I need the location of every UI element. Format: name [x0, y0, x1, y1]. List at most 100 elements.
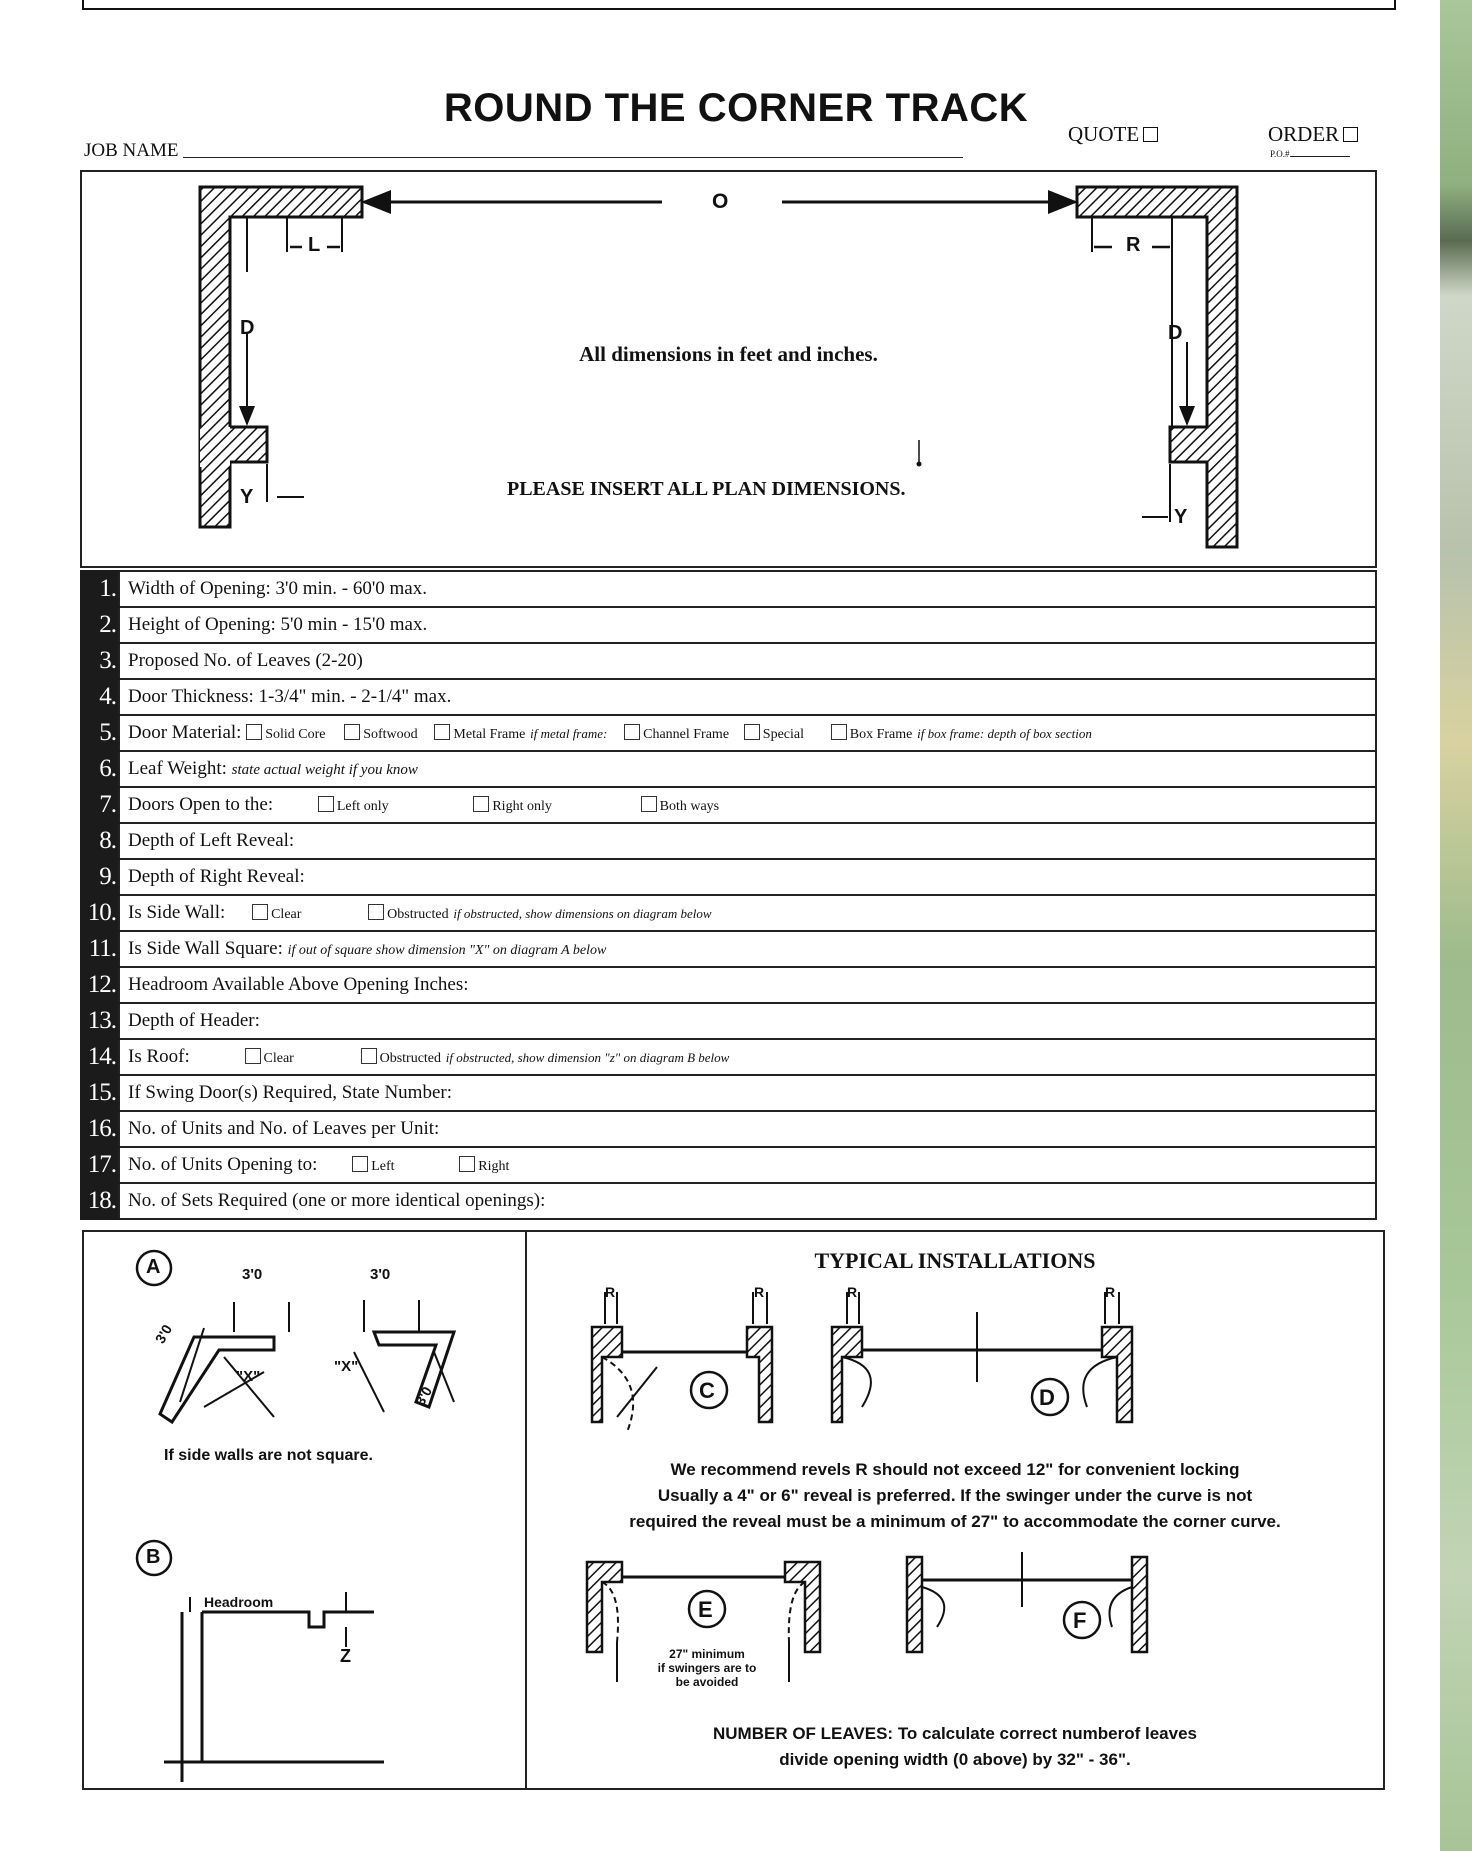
row-17[interactable]: 17. No. of Units Opening to: Left Right — [80, 1146, 1377, 1184]
order-option[interactable]: ORDER — [1268, 122, 1359, 147]
roof-obstructed-checkbox[interactable] — [360, 1048, 377, 1064]
row-number: 18. — [80, 1182, 119, 1220]
side-wall-clear-label: Clear — [271, 907, 302, 922]
row-label: If Swing Door(s) Required, State Number: — [128, 1082, 452, 1103]
row-15[interactable]: 15.If Swing Door(s) Required, State Numb… — [80, 1074, 1377, 1112]
row-5[interactable]: 5. Door Material: Solid Core Softwood Me… — [80, 714, 1377, 752]
row-3[interactable]: 3.Proposed No. of Leaves (2-20) — [80, 642, 1377, 680]
plan-diagram — [198, 185, 1239, 549]
installation-f-right-wall — [1130, 1555, 1149, 1654]
diagram-a-b — [135, 1249, 457, 1782]
order-checkbox[interactable] — [1343, 127, 1359, 142]
installation-e-right-wall — [783, 1560, 822, 1654]
row-number: 5. — [80, 714, 119, 752]
dimension-y-left-label: Y — [240, 486, 254, 508]
row-6[interactable]: 6.Leaf Weight: state actual weight if yo… — [80, 750, 1377, 788]
installation-c-right-wall — [745, 1325, 774, 1424]
minimum-note: 27" minimum if swingers are to be avoide… — [637, 1647, 777, 1689]
installation-d-r-left: R — [847, 1284, 858, 1300]
job-name-field[interactable]: JOB NAME — [84, 140, 964, 162]
row-11[interactable]: 11.Is Side Wall Square: if out of square… — [80, 930, 1377, 968]
dimension-r-label: R — [1126, 234, 1141, 256]
a-wall-right — [371, 1330, 457, 1409]
row-number: 7. — [80, 786, 119, 824]
number-of-leaves-note: NUMBER OF LEAVES: To calculate correct n… — [527, 1724, 1383, 1744]
softwood-checkbox[interactable] — [344, 724, 361, 740]
installation-f-label: F — [1073, 1608, 1087, 1633]
row-9[interactable]: 9.Depth of Right Reveal: — [80, 858, 1377, 896]
left-only-label: Left only — [336, 799, 389, 814]
quote-checkbox[interactable] — [1143, 127, 1159, 142]
row-13[interactable]: 13.Depth of Header: — [80, 1002, 1377, 1040]
solid-core-checkbox[interactable] — [246, 724, 263, 740]
solid-core-label: Solid Core — [265, 727, 326, 742]
row-number: 16. — [80, 1110, 119, 1148]
installation-c-label: C — [699, 1378, 715, 1403]
installation-d-right-wall — [1100, 1325, 1134, 1424]
metal-frame-checkbox[interactable] — [434, 724, 451, 740]
dimension-y-right-label: Y — [1174, 506, 1188, 528]
units-left-label: Left — [371, 1159, 395, 1174]
typical-installations-panel: TYPICAL INSTALLATIONS — [525, 1230, 1385, 1790]
quote-option[interactable]: QUOTE — [1068, 122, 1159, 147]
diagram-b-letter: B — [146, 1546, 161, 1568]
minimum-note-line-2: if swingers are to — [657, 1661, 757, 1675]
number-of-leaves-text-2: divide opening width (0 above) by 32" - … — [779, 1750, 1131, 1769]
po-label: P.O.# — [1270, 149, 1290, 159]
row-12[interactable]: 12.Headroom Available Above Opening Inch… — [80, 966, 1377, 1004]
row-2[interactable]: 2. Height of Opening: 5'0 min - 15'0 max. — [80, 606, 1377, 644]
units-right-checkbox[interactable] — [459, 1156, 476, 1172]
po-field[interactable]: P.O.# — [1270, 148, 1350, 159]
row-number: 13. — [80, 1002, 119, 1040]
row-note: if obstructed, show dimension "z" on dia… — [445, 1050, 730, 1065]
row-number: 8. — [80, 822, 119, 860]
row-1[interactable]: 1. Width of Opening: 3'0 min. - 60'0 max. — [80, 570, 1377, 608]
row-label: Door Material: — [128, 722, 242, 743]
diagram-a-x-1: "X" — [236, 1368, 261, 1385]
roof-clear-checkbox[interactable] — [244, 1048, 261, 1064]
row-label: Doors Open to the: — [128, 794, 274, 815]
plan-diagram-panel: O L R D D Y Y All dimensions in feet and… — [80, 170, 1377, 568]
quote-label: QUOTE — [1068, 122, 1140, 146]
row-number: 1. — [80, 570, 119, 608]
row-8[interactable]: 8.Depth of Left Reveal: — [80, 822, 1377, 860]
row-label: Door Thickness: 1-3/4" min. - 2-1/4" max… — [128, 686, 452, 707]
questions-table: 1. Width of Opening: 3'0 min. - 60'0 max.… — [80, 570, 1377, 1220]
special-checkbox[interactable] — [743, 724, 760, 740]
box-frame-checkbox[interactable] — [830, 724, 847, 740]
row-label: Height of Opening: 5'0 min - 15'0 max. — [128, 614, 428, 635]
row-16[interactable]: 16.No. of Units and No. of Leaves per Un… — [80, 1110, 1377, 1148]
row-7[interactable]: 7. Doors Open to the: Left only Right on… — [80, 786, 1377, 824]
box-frame-note: if box frame: depth of box section — [917, 726, 1092, 741]
insert-dimensions-note: PLEASE INSERT ALL PLAN DIMENSIONS. — [507, 478, 906, 500]
row-18[interactable]: 18.No. of Sets Required (one or more ide… — [80, 1182, 1377, 1220]
side-wall-clear-checkbox[interactable] — [252, 904, 269, 920]
job-name-line[interactable] — [183, 141, 964, 158]
row-label: Proposed No. of Leaves (2-20) — [128, 650, 363, 671]
row-label: Width of Opening: 3'0 min. - 60'0 max. — [128, 578, 427, 599]
row-number: 10. — [80, 894, 119, 932]
row-label: Is Roof: — [128, 1046, 190, 1067]
installation-d-left-wall — [830, 1325, 864, 1424]
diagram-b-z: Z — [340, 1646, 351, 1666]
left-only-checkbox[interactable] — [317, 796, 334, 812]
a-circle — [135, 1249, 173, 1287]
diagram-a-letter: A — [146, 1256, 161, 1278]
row-number: 2. — [80, 606, 119, 644]
row-label: Is Side Wall: — [128, 902, 226, 923]
dimension-d-right-label: D — [1168, 322, 1183, 344]
row-14[interactable]: 14. Is Roof: Clear Obstructed if obstruc… — [80, 1038, 1377, 1076]
roof-clear-label: Clear — [263, 1051, 294, 1066]
both-ways-checkbox[interactable] — [640, 796, 657, 812]
row-4[interactable]: 4.Door Thickness: 1-3/4" min. - 2-1/4" m… — [80, 678, 1377, 716]
po-line[interactable] — [1289, 148, 1350, 157]
row-10[interactable]: 10. Is Side Wall: Clear Obstructed if ob… — [80, 894, 1377, 932]
side-wall-obstructed-checkbox[interactable] — [368, 904, 385, 920]
softwood-label: Softwood — [363, 727, 418, 742]
job-name-label: JOB NAME — [84, 140, 179, 161]
units-left-checkbox[interactable] — [352, 1156, 369, 1172]
row-label: No. of Units Opening to: — [128, 1154, 318, 1175]
installation-c-r-left: R — [605, 1284, 616, 1300]
right-only-checkbox[interactable] — [473, 796, 490, 812]
channel-frame-checkbox[interactable] — [624, 724, 641, 740]
